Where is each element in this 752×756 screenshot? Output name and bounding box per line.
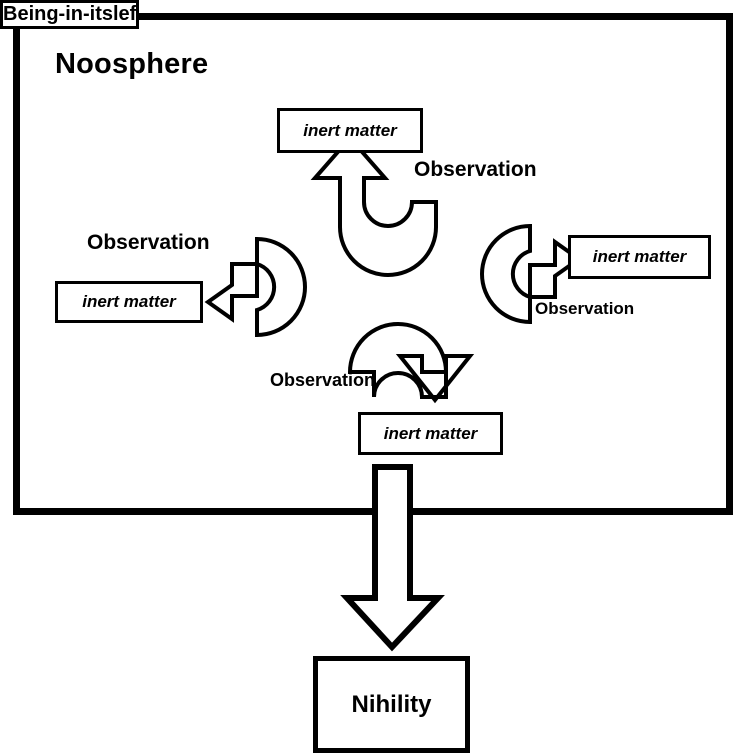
edge-label-observation-right: Observation [535,299,635,318]
edge-label-observation-left: Observation [87,231,210,254]
node-inert-matter-top-label: inert matter [303,120,397,140]
node-inert-matter-bottom-label: inert matter [383,423,478,443]
node-being-in-itself-label: Being-in-itslef [3,3,137,25]
noosphere-title: Noosphere [55,48,209,80]
node-inert-matter-right[interactable]: inert matter [568,235,711,279]
edge-label-observation-bottom: Observation [270,370,376,390]
node-inert-matter-left-label: inert matter [82,292,176,311]
node-nihility-label: Nihility [351,690,432,718]
node-inert-matter-top[interactable]: inert matter [277,108,423,153]
edge-label-observation-top: Observation [414,158,537,181]
node-inert-matter-bottom[interactable]: inert matter [358,412,503,455]
node-inert-matter-left[interactable]: inert matter [55,281,203,323]
node-nihility[interactable]: Nihility [313,656,470,753]
node-being-in-itself[interactable]: Being-in-itslef [0,0,140,29]
node-inert-matter-right-label: inert matter [592,247,687,266]
